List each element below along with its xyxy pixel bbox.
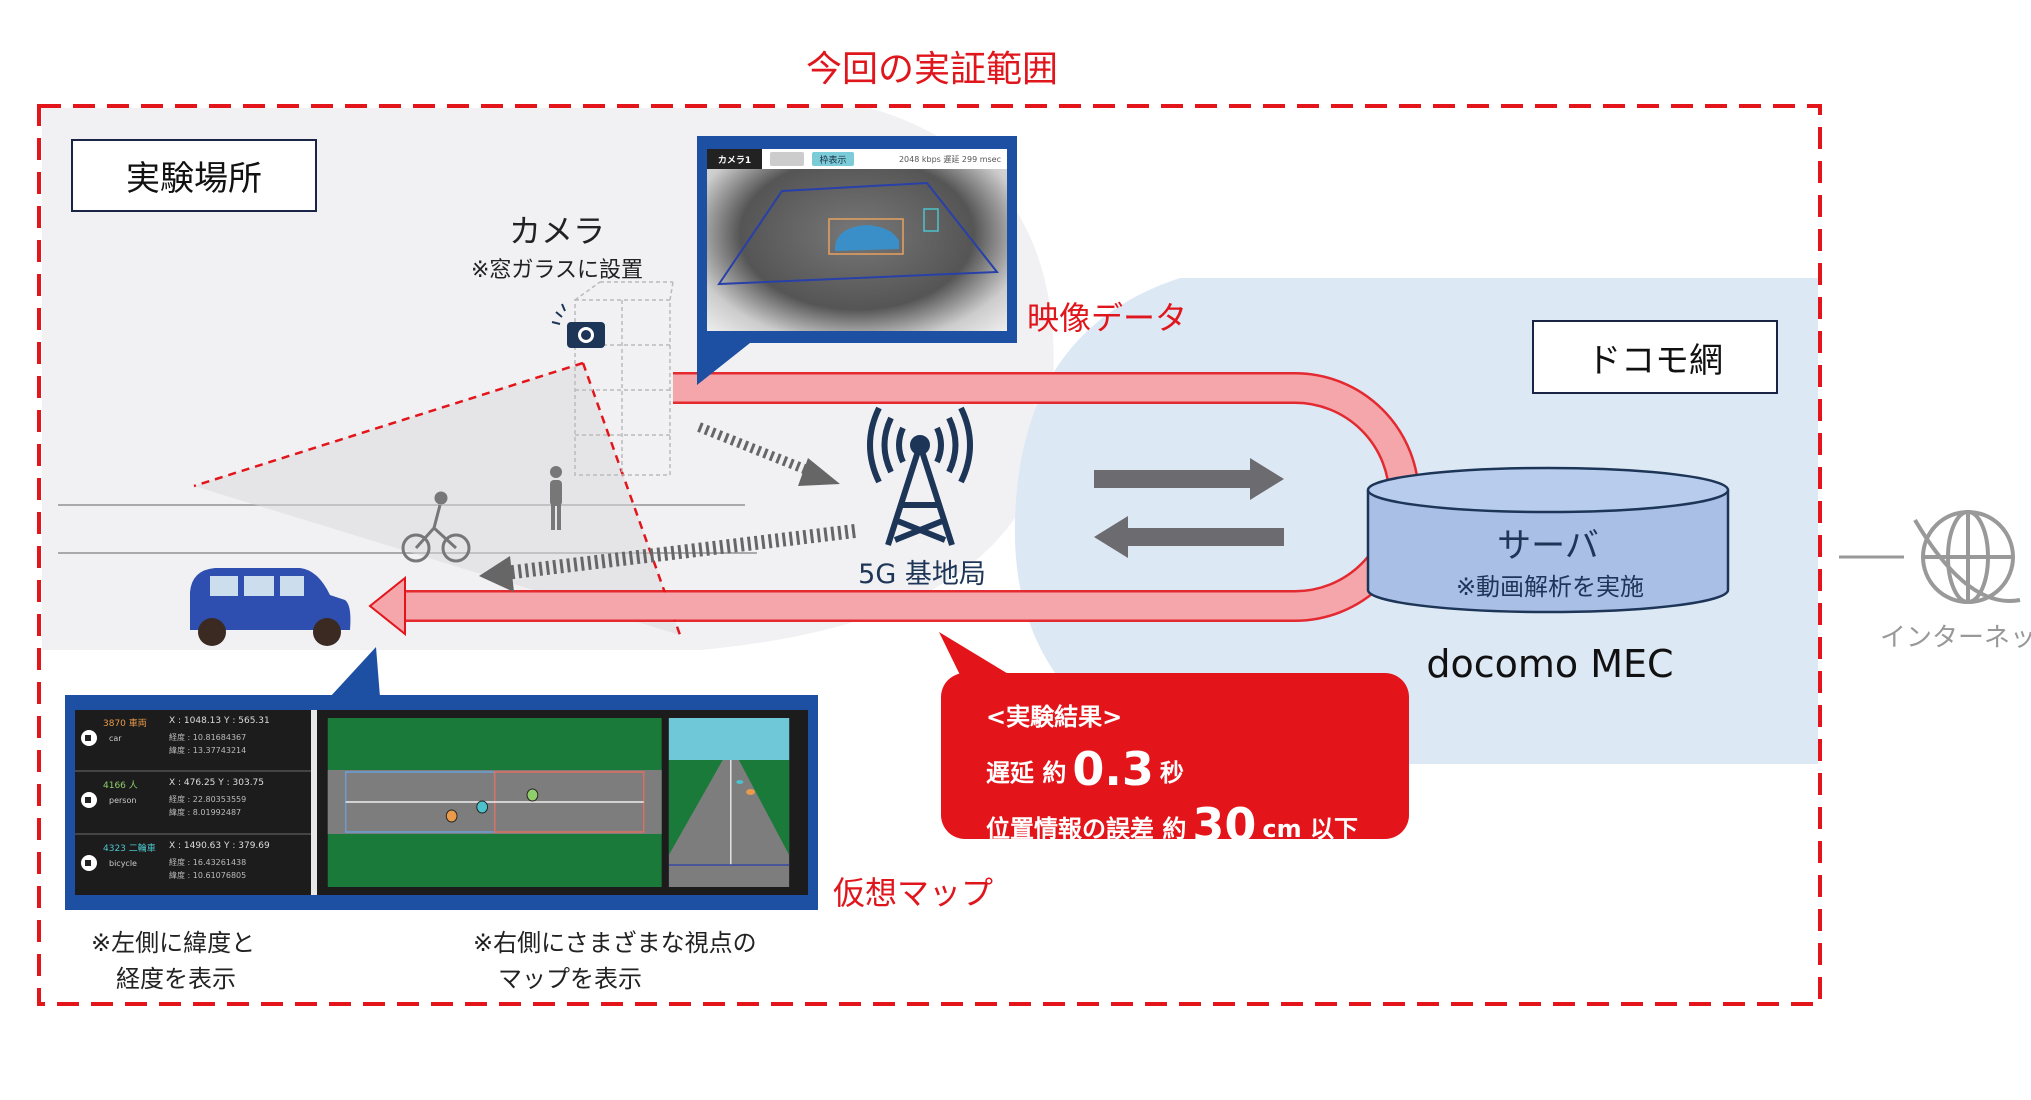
docomo-network-label: ドコモ網 xyxy=(1532,320,1778,394)
video-data-label: 映像データ xyxy=(1027,299,1188,337)
accuracy-unit: cm 以下 xyxy=(1262,815,1358,843)
object-type: bicycle xyxy=(109,858,137,868)
camera-label: カメラ xyxy=(508,212,606,250)
latency-value: 0.3 xyxy=(1072,742,1154,796)
object-lon: 経度 : 10.81684367 xyxy=(169,733,247,742)
bidirectional-arrows xyxy=(1094,458,1284,558)
object-type: car xyxy=(109,734,122,743)
latency-unit: 秒 xyxy=(1159,759,1184,787)
virtual-map-label: 仮想マップ xyxy=(833,874,994,912)
car-icon xyxy=(190,568,351,646)
object-lat: 緯度 : 13.37743214 xyxy=(169,746,247,755)
object-lat: 緯度 : 10.61076805 xyxy=(169,870,247,880)
scope-title: 今回の実証範囲 xyxy=(805,49,1059,90)
object-xy: X : 476.25 Y : 303.75 xyxy=(169,778,265,789)
site-label-box: 実験場所 xyxy=(71,139,317,212)
stream-rate: 2048 kbps 遅延 299 msec xyxy=(898,154,1001,164)
scope-boundary xyxy=(37,104,1822,1006)
object-type: person xyxy=(109,796,137,806)
object-id: 3870 車両 xyxy=(103,719,147,729)
frame-display-button[interactable]: 枠表示 xyxy=(812,152,854,166)
camera-icon xyxy=(551,303,605,348)
accuracy-prefix: 位置情報の誤差 約 xyxy=(986,815,1187,843)
object-lon: 経度 : 16.43261438 xyxy=(169,857,247,867)
view-edge xyxy=(581,362,682,636)
result-pointer xyxy=(939,632,1010,675)
note-left-line1: ※左側に緯度と xyxy=(91,929,256,957)
bicycle-bbox xyxy=(923,208,939,232)
object-xy: X : 1048.13 Y : 565.31 xyxy=(169,716,270,726)
internet-label: インターネット xyxy=(1880,623,2031,653)
detected-car xyxy=(835,225,899,251)
object-list-item: 4166 人 person X : 476.25 Y : 303.75 経度 :… xyxy=(75,772,311,835)
result-heading: <実験結果> xyxy=(986,703,1123,731)
camera-note: ※窓ガラスに設置 xyxy=(471,258,643,283)
base-station-label: 5G 基地局 xyxy=(858,559,986,590)
object-list: 3870 車両 car X : 1048.13 Y : 565.31 経度 : … xyxy=(75,710,317,895)
accuracy-value: 30 xyxy=(1192,798,1257,852)
server-cylinder xyxy=(1366,466,1730,614)
server-note: ※動画解析を実施 xyxy=(1455,573,1645,601)
arrowhead xyxy=(479,556,514,592)
object-lat: 緯度 : 8.01992487 xyxy=(169,808,242,818)
feed-button[interactable] xyxy=(770,152,804,166)
camera-feed-image xyxy=(707,169,1007,331)
data-flow-arrowhead xyxy=(368,575,406,637)
top-down-map xyxy=(327,718,662,887)
5g-tower-icon xyxy=(867,406,973,546)
camera-name: カメラ1 xyxy=(707,149,762,169)
note-right-line1: ※右側にさまざまな視点の xyxy=(473,929,757,957)
video-camera-icon[interactable] xyxy=(81,730,97,746)
arrowhead xyxy=(798,458,840,486)
object-xy: X : 1490.63 Y : 379.69 xyxy=(169,840,270,851)
server-label: サーバ xyxy=(1497,526,1599,566)
video-camera-icon[interactable] xyxy=(81,854,97,871)
detection-zone xyxy=(717,181,999,286)
pedestrian-icon xyxy=(550,466,562,530)
camera-feed-panel: カメラ1 枠表示 2048 kbps 遅延 299 msec xyxy=(697,136,1017,343)
car-bbox xyxy=(828,218,904,255)
object-list-item: 4323 二輪車 bicycle X : 1490.63 Y : 379.69 … xyxy=(75,835,311,895)
note-left-line2: 経度を表示 xyxy=(116,965,236,993)
map-pointer xyxy=(330,647,380,697)
map-views xyxy=(327,718,790,887)
bicycle-marker xyxy=(476,800,488,814)
video-camera-icon[interactable] xyxy=(81,792,97,809)
car-marker xyxy=(445,809,458,823)
note-right-line2: マップを表示 xyxy=(498,965,642,993)
mec-label: docomo MEC xyxy=(1426,642,1674,686)
globe-icon xyxy=(1913,510,2021,604)
virtual-map-panel: 3870 車両 car X : 1048.13 Y : 565.31 経度 : … xyxy=(65,695,818,910)
object-list-item: 3870 車両 car X : 1048.13 Y : 565.31 経度 : … xyxy=(75,710,311,773)
latency-prefix: 遅延 約 xyxy=(986,759,1067,787)
camera-feed-toolbar: カメラ1 枠表示 2048 kbps 遅延 299 msec xyxy=(707,149,1007,169)
object-lon: 経度 : 22.80353559 xyxy=(169,795,247,805)
building-outline xyxy=(574,281,674,476)
object-id: 4166 人 xyxy=(103,781,138,792)
perspective-map xyxy=(668,718,790,887)
tower-to-car-arrow xyxy=(504,524,856,580)
feed-pointer xyxy=(697,330,750,385)
object-id: 4323 二輪車 xyxy=(103,843,156,854)
person-marker xyxy=(526,788,539,802)
cyclist-icon xyxy=(401,491,471,563)
view-edge xyxy=(193,361,584,488)
